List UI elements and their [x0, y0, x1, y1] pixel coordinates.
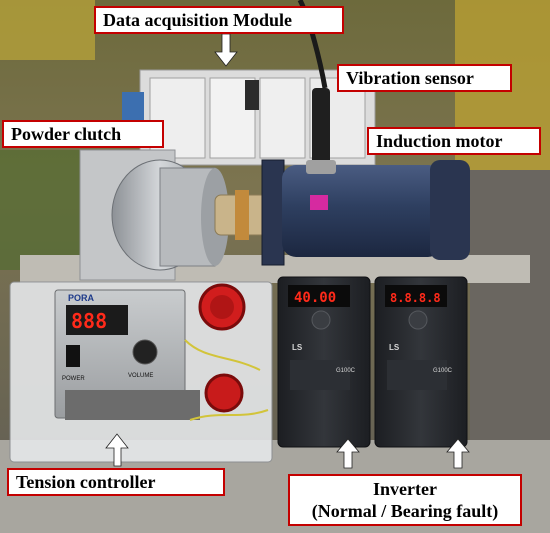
inverter-right-display-bezel	[385, 285, 447, 307]
daq-module-3	[259, 77, 306, 159]
inverter-right-display-text: 8.8.8.8	[390, 291, 441, 305]
label-inverter: Inverter (Normal / Bearing fault)	[288, 474, 522, 526]
controller-display-text: 888	[71, 309, 107, 333]
sensor-base	[306, 160, 336, 174]
arrow-daq	[214, 33, 238, 67]
controller-power-text: POWER	[62, 376, 85, 382]
label-inverter-line1: Inverter	[373, 479, 437, 499]
vibration-sensor	[312, 88, 330, 168]
inverter-right-model: G100C	[433, 368, 453, 374]
inverter-left-logo: LS	[292, 343, 303, 352]
controller-brand-text: PORA	[68, 293, 95, 303]
power-switch	[66, 345, 80, 367]
arrow-inverter-right	[446, 438, 470, 469]
green-floor-patch	[0, 150, 85, 270]
inverter-right-logo: LS	[389, 343, 400, 352]
coupling-band	[235, 190, 249, 240]
inverter-right-label	[387, 360, 447, 390]
yellow-wires	[184, 339, 269, 421]
controller-display-bezel	[66, 305, 128, 335]
label-induction-motor: Induction motor	[367, 127, 541, 155]
label-data-acquisition-module: Data acquisition Module	[94, 6, 344, 34]
emergency-stop-button-core	[210, 295, 234, 319]
daq-connector	[245, 80, 259, 110]
motor-end-cap	[430, 160, 470, 260]
inverter-left-label	[290, 360, 350, 390]
motor-sticker	[310, 195, 328, 210]
inverter-right-dial	[408, 310, 428, 330]
controller-volume-text: VOLUME	[128, 373, 153, 379]
inverter-left-model: G100C	[336, 368, 356, 374]
reset-button	[204, 373, 244, 413]
arrow-tension-controller	[105, 433, 129, 467]
wiring-block	[65, 390, 200, 420]
volume-knob	[132, 339, 158, 365]
motor-flange	[261, 159, 285, 266]
label-tension-controller: Tension controller	[7, 468, 225, 496]
label-powder-clutch: Powder clutch	[2, 120, 164, 148]
inverter-left-display-text: 40.00	[294, 290, 336, 306]
daq-module-2	[209, 77, 256, 159]
induction-motor-body	[282, 165, 442, 257]
arrow-inverter-left	[336, 438, 360, 469]
yellow-frame-left	[0, 0, 95, 60]
label-inverter-line2: (Normal / Bearing fault)	[311, 501, 499, 521]
label-vibration-sensor: Vibration sensor	[337, 64, 512, 92]
inverter-left-dial	[311, 310, 331, 330]
inverter-left-display-bezel	[288, 285, 350, 307]
